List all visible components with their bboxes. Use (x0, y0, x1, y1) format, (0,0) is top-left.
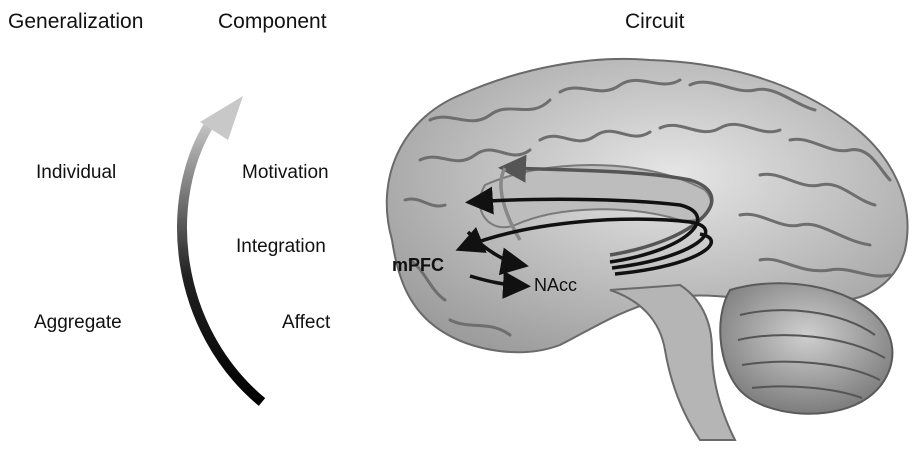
arrow-gray-down (501, 168, 520, 240)
arrow-nacc-to-top-gray (505, 168, 712, 255)
label-nacc: NAcc (534, 275, 577, 296)
arrow-mpfc-to-nacc-lower (470, 276, 524, 286)
label-mpfc: mPFC (392, 255, 444, 276)
arrow-nacc-to-mpfc-2 (462, 219, 706, 268)
